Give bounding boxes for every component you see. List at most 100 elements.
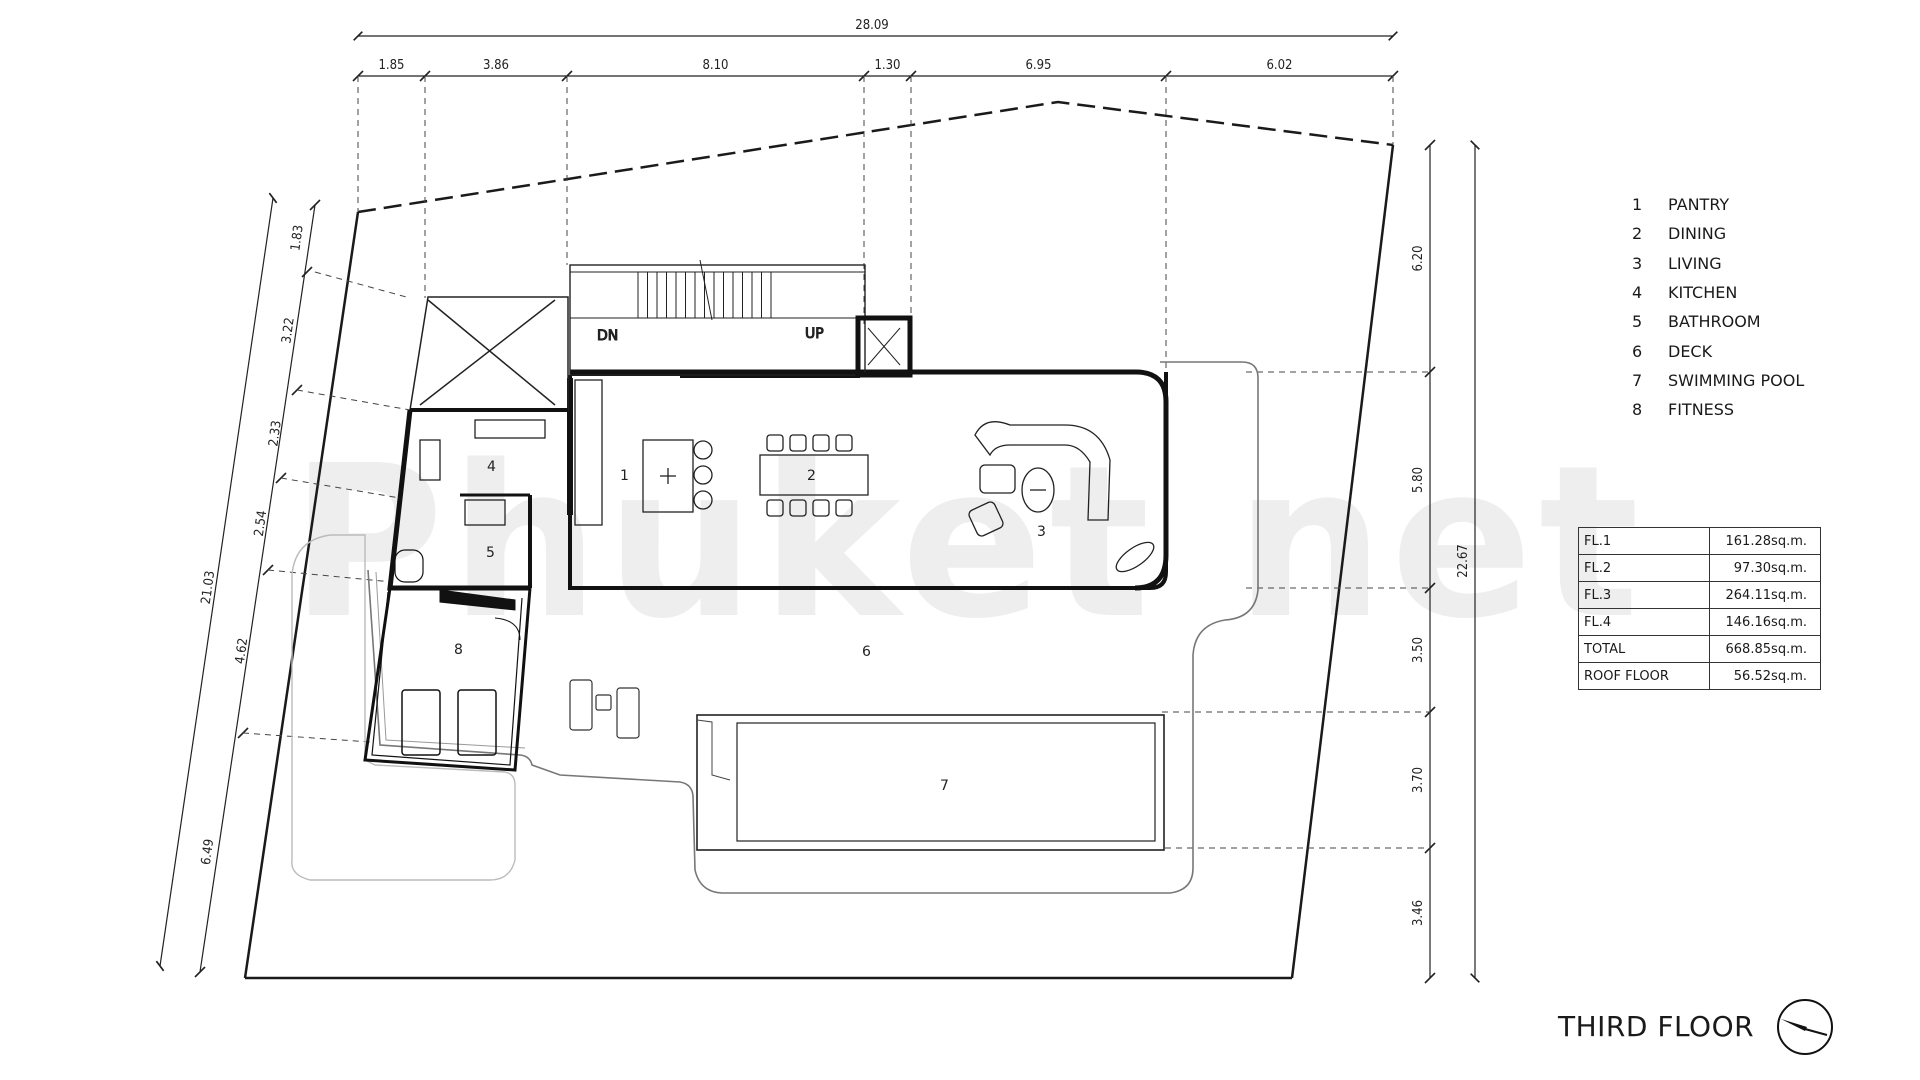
- dim-top-total: 28.09: [855, 18, 888, 33]
- area-unit: sq.m.: [1771, 587, 1807, 603]
- dimension-tick: [1424, 366, 1436, 378]
- dimension-tick: [1424, 972, 1436, 984]
- legend-item: 5 BATHROOM: [1632, 307, 1804, 336]
- dim-top-segment: 1.85: [378, 58, 404, 73]
- boundary-dashed: [357, 100, 1394, 214]
- legend-number: 5: [1632, 312, 1643, 332]
- service-wing: [363, 408, 568, 772]
- legend-label: DECK: [1668, 341, 1713, 361]
- pantry-furniture: [574, 379, 713, 526]
- legend-label: PANTRY: [1668, 195, 1730, 215]
- legend-label: LIVING: [1668, 253, 1722, 273]
- dim-right-segment: 6.20: [1411, 245, 1426, 271]
- dim-top-segment: 6.95: [1025, 58, 1051, 73]
- legend-number: 1: [1632, 195, 1643, 215]
- dim-top-segment: 1.30: [874, 58, 900, 73]
- legend-label: BATHROOM: [1668, 312, 1761, 332]
- dim-left-segment: 3.22: [279, 317, 297, 345]
- legend-label: FITNESS: [1668, 400, 1735, 420]
- room-number-6: 6: [862, 644, 871, 660]
- legend-number: 6: [1632, 341, 1643, 361]
- dimension-tick: [309, 199, 321, 211]
- garden-outline: [291, 534, 516, 881]
- dim-right-segment: 3.70: [1411, 767, 1426, 793]
- guide-lines: [242, 76, 1430, 849]
- legend-item: 1 PANTRY: [1632, 190, 1804, 219]
- area-value: 56.52: [1733, 668, 1771, 684]
- dim-right-segment: 3.50: [1411, 637, 1426, 663]
- dimension-tick: [194, 966, 206, 978]
- dim-left-segment: 1.83: [288, 224, 306, 252]
- area-unit: sq.m.: [1771, 641, 1807, 657]
- stair-down-label: DN: [597, 328, 618, 344]
- dim-left-total: 21.03: [199, 570, 219, 605]
- dining-furniture: [759, 434, 869, 517]
- deck-loungers: [569, 679, 640, 739]
- area-value-cell: 146.16sq.m.: [1709, 608, 1821, 636]
- dimension-tick: [1424, 582, 1436, 594]
- legend-label: DINING: [1668, 224, 1727, 244]
- dim-left-segment: 2.33: [266, 420, 284, 448]
- dimension-tick: [301, 266, 313, 278]
- swimming-pool: [696, 714, 1165, 851]
- area-value: 668.85: [1725, 641, 1772, 657]
- legend-item: 2 DINING: [1632, 219, 1804, 248]
- stair-area: DN UP: [569, 259, 913, 378]
- area-floor: ROOF FLOOR: [1578, 662, 1710, 690]
- right-dimensions: 22.67 6.205.803.503.703.46: [1411, 139, 1480, 984]
- area-value: 161.28: [1725, 533, 1772, 549]
- dim-left-segment: 6.49: [199, 838, 217, 866]
- room-number-4: 4: [487, 459, 496, 475]
- dim-top-segment: 8.10: [702, 58, 728, 73]
- area-value: 97.30: [1733, 560, 1771, 576]
- dim-right-total: 22.67: [1456, 544, 1471, 577]
- room-number-2: 2: [807, 468, 816, 484]
- property-boundary: [243, 144, 1395, 980]
- deck-outline-inner: [375, 571, 526, 749]
- area-floor: TOTAL: [1578, 635, 1710, 663]
- area-row: TOTAL 668.85sq.m.: [1578, 635, 1821, 663]
- room-number-5: 5: [486, 545, 495, 561]
- area-value-cell: 264.11sq.m.: [1709, 581, 1821, 609]
- dim-left-segment: 4.62: [233, 637, 251, 665]
- void-area: [409, 296, 569, 411]
- room-number-7: 7: [940, 778, 949, 794]
- legend-number: 4: [1632, 283, 1643, 303]
- legend-label: KITCHEN: [1668, 283, 1738, 303]
- legend-number: 2: [1632, 224, 1643, 244]
- area-unit: sq.m.: [1771, 668, 1807, 684]
- room-number-8: 8: [454, 642, 463, 658]
- area-floor: FL.2: [1578, 554, 1710, 582]
- area-floor: FL.1: [1578, 527, 1710, 555]
- north-arrow-icon: [1777, 999, 1833, 1055]
- living-furniture: [968, 421, 1155, 573]
- area-floor: FL.3: [1578, 581, 1710, 609]
- legend-item: 6 DECK: [1632, 336, 1804, 365]
- stair-up-label: UP: [805, 326, 824, 342]
- deck-outline: [367, 361, 1259, 894]
- area-value: 264.11: [1725, 587, 1772, 603]
- legend-number: 8: [1632, 400, 1643, 420]
- legend-number: 7: [1632, 370, 1643, 390]
- left-dimensions: 21.03 1.833.222.332.544.626.49: [155, 192, 321, 978]
- area-value-cell: 56.52sq.m.: [1709, 662, 1821, 690]
- area-unit: sq.m.: [1771, 533, 1807, 549]
- room-labels: 1 2 3 4 5 6 7 8: [454, 459, 1046, 794]
- area-value-cell: 97.30sq.m.: [1709, 554, 1821, 582]
- legend-item: 8 FITNESS: [1632, 395, 1804, 424]
- legend-item: 7 SWIMMING POOL: [1632, 366, 1804, 395]
- room-number-3: 3: [1037, 524, 1046, 540]
- room-number-1: 1: [620, 468, 629, 484]
- area-row: FL.1 161.28sq.m.: [1578, 527, 1821, 555]
- area-unit: sq.m.: [1771, 560, 1807, 576]
- legend-label: SWIMMING POOL: [1668, 370, 1805, 390]
- area-floor: FL.4: [1578, 608, 1710, 636]
